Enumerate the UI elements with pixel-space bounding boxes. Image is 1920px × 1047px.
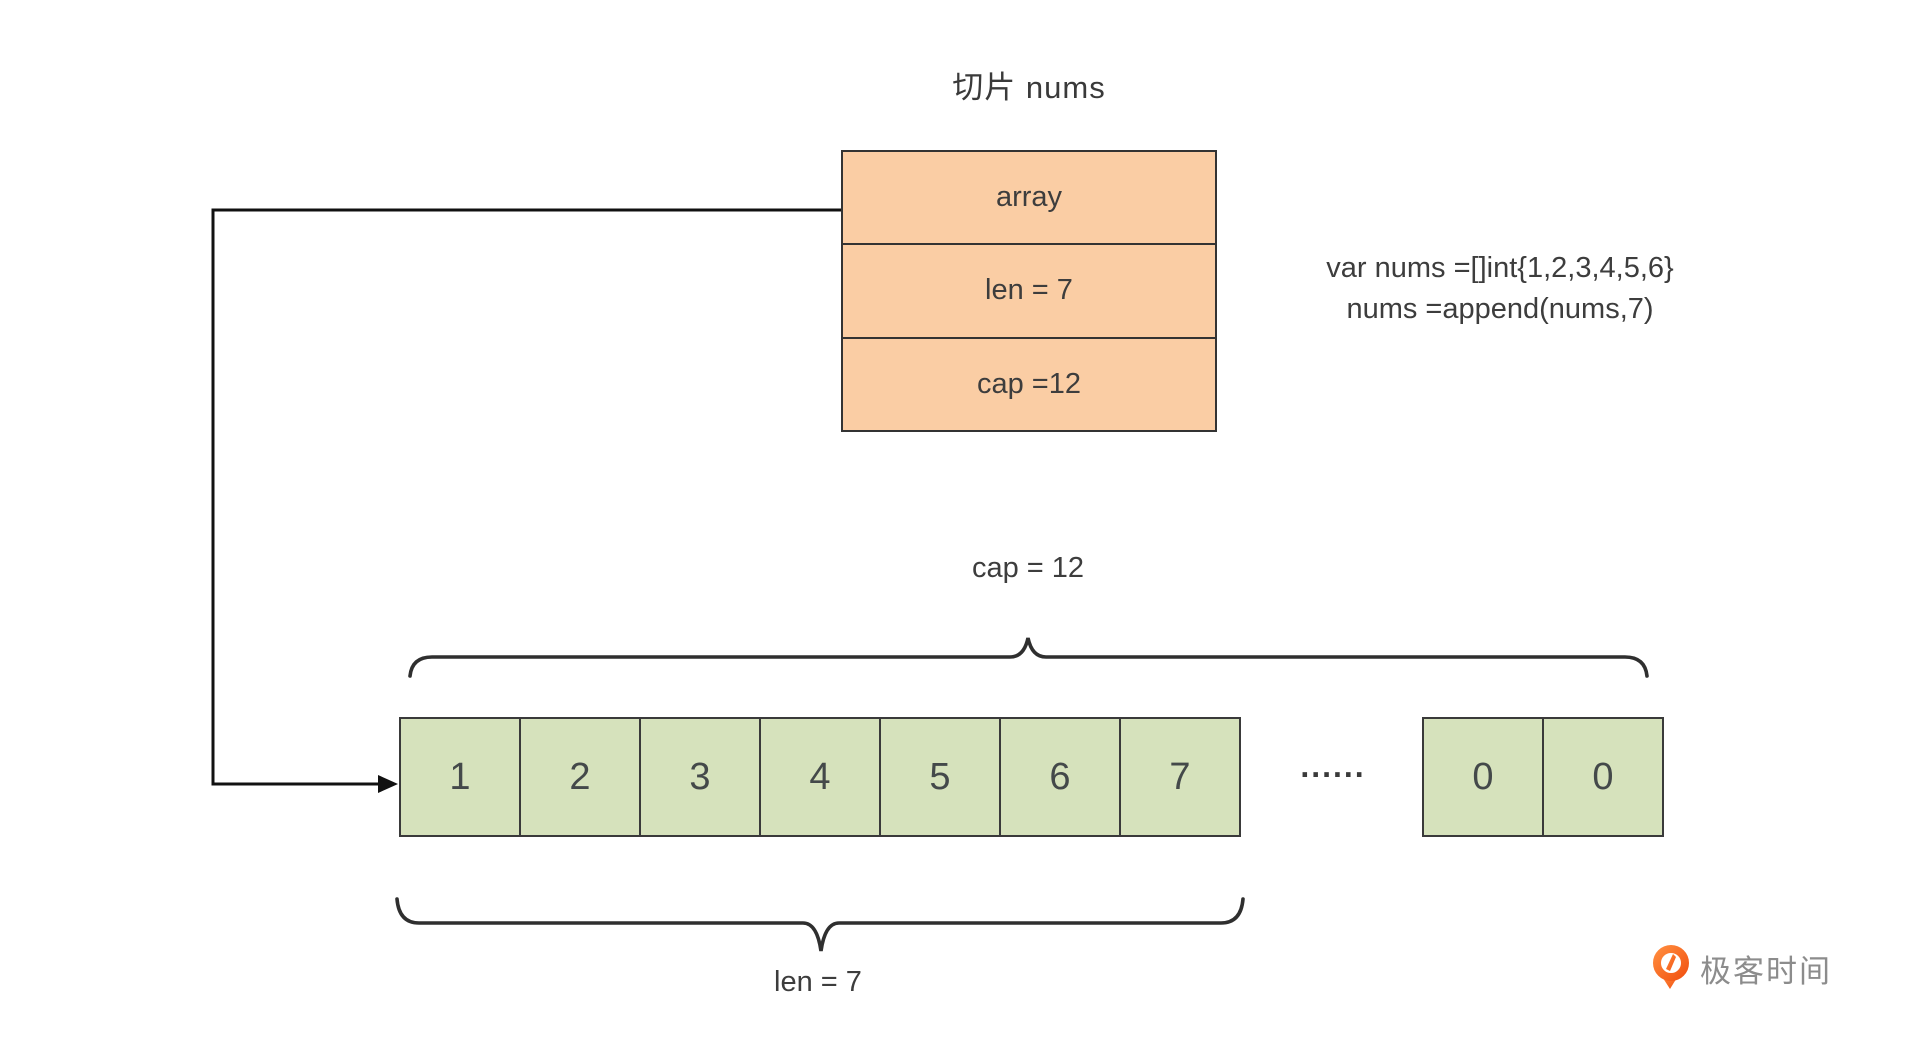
array-cell: 4 — [761, 719, 881, 835]
cap-label: cap = 12 — [971, 552, 1085, 584]
array-cell: 6 — [1001, 719, 1121, 835]
code-line-2: nums =append(nums,7) — [1346, 293, 1654, 325]
array-cell: 5 — [881, 719, 1001, 835]
array-cell: 0 — [1544, 719, 1662, 835]
code-line-1: var nums =[]int{1,2,3,4,5,6} — [1326, 252, 1674, 284]
array-cell: 1 — [401, 719, 521, 835]
code-snippet: var nums =[]int{1,2,3,4,5,6} nums =appen… — [1270, 248, 1730, 330]
cap-brace — [408, 637, 1649, 678]
diagram-title: 切片 nums — [952, 70, 1106, 105]
array-cell: 2 — [521, 719, 641, 835]
array-cell: 7 — [1121, 719, 1239, 835]
pointer-arrow-line — [211, 208, 841, 786]
ellipsis-dots: ...... — [1300, 748, 1366, 784]
slice-header-row-len: len = 7 — [843, 245, 1215, 339]
geektime-logo: 极客时间 — [1652, 944, 1832, 992]
array-cell: 3 — [641, 719, 761, 835]
array-cells-main: 1 2 3 4 5 6 7 — [399, 717, 1241, 837]
array-cell: 0 — [1424, 719, 1544, 835]
array-cells-tail: 0 0 — [1422, 717, 1664, 837]
geektime-logo-text: 极客时间 — [1700, 953, 1832, 989]
len-brace — [395, 897, 1245, 952]
geektime-logo-icon — [1653, 945, 1689, 989]
len-label: len = 7 — [774, 966, 862, 998]
slice-header-row-cap: cap =12 — [976, 367, 1081, 400]
slice-header-box: array len = 7 cap =12 — [841, 150, 1217, 432]
pointer-arrowhead — [378, 775, 398, 793]
slice-header-row-array: array — [843, 152, 1215, 246]
